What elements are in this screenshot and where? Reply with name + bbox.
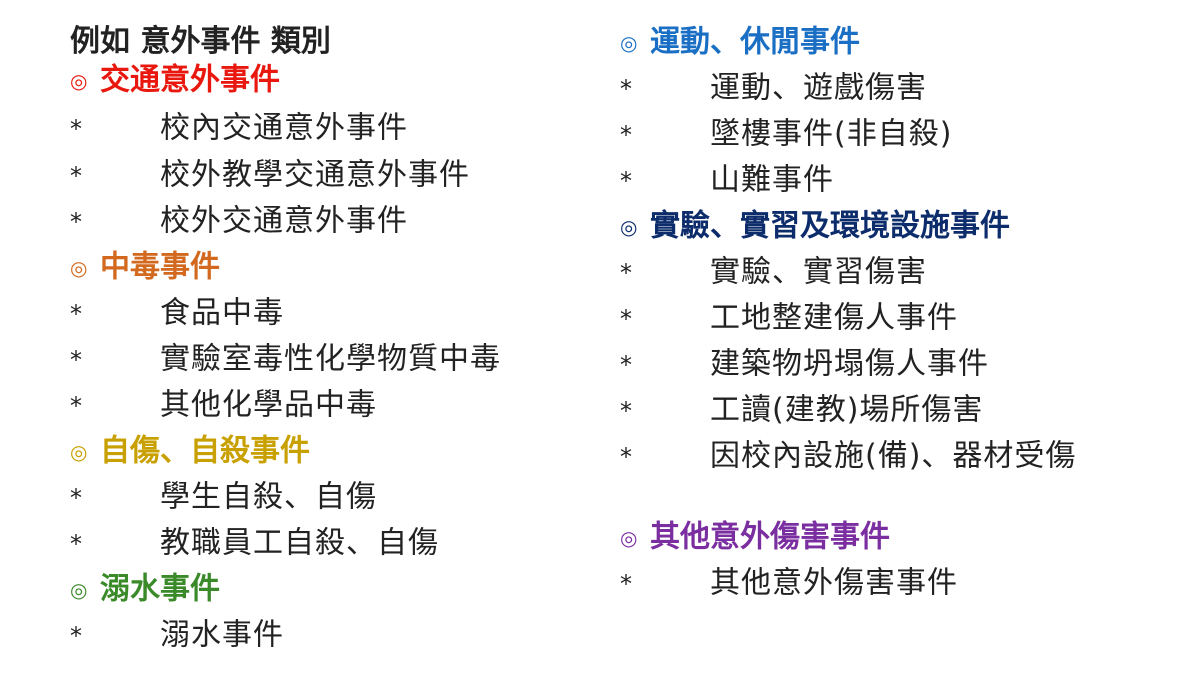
- list-item: * 工地整建傷人事件: [620, 298, 958, 339]
- bullet-icon: ◎: [70, 255, 88, 280]
- list-item-text: 溺水事件: [160, 617, 284, 653]
- list-item-text: 校外教學交通意外事件: [160, 157, 470, 193]
- list-item-text: 實驗室毒性化學物質中毒: [160, 341, 501, 377]
- category-label: 溺水事件: [100, 571, 220, 607]
- list-item: * 校外交通意外事件: [70, 201, 408, 242]
- bullet-icon: ◎: [70, 439, 88, 464]
- list-item-text: 學生自殺、自傷: [160, 479, 377, 515]
- list-item-text: 建築物坍塌傷人事件: [710, 346, 989, 382]
- star-bullet-icon: *: [70, 345, 82, 374]
- category-heading-other: ◎ 其他意外傷害事件: [620, 517, 890, 558]
- list-item-text: 教職員工自殺、自傷: [160, 525, 439, 561]
- list-item-text: 工讀(建教)場所傷害: [710, 392, 984, 428]
- category-label: 自傷、自殺事件: [100, 433, 310, 469]
- star-bullet-icon: *: [70, 621, 82, 650]
- category-heading-traffic: ◎ 交通意外事件: [70, 60, 280, 101]
- page-title: 例如 意外事件 類別: [70, 24, 331, 59]
- list-item-text: 運動、遊戲傷害: [710, 70, 927, 106]
- list-item: * 山難事件: [620, 160, 834, 201]
- star-bullet-icon: *: [70, 114, 82, 143]
- category-heading-drowning: ◎ 溺水事件: [70, 569, 220, 610]
- list-item: * 學生自殺、自傷: [70, 477, 377, 518]
- star-bullet-icon: *: [620, 350, 632, 379]
- list-item-text: 因校內設施(備)、器材受傷: [710, 438, 1077, 474]
- star-bullet-icon: *: [620, 74, 632, 103]
- bullet-icon: ◎: [620, 30, 638, 55]
- list-item: * 其他化學品中毒: [70, 385, 377, 426]
- list-item: * 食品中毒: [70, 293, 284, 334]
- list-item: * 校內交通意外事件: [70, 108, 408, 149]
- list-item-text: 墜樓事件(非自殺): [710, 116, 953, 152]
- star-bullet-icon: *: [620, 258, 632, 287]
- list-item-text: 校外交通意外事件: [160, 203, 408, 239]
- list-item-text: 其他意外傷害事件: [710, 565, 958, 601]
- star-bullet-icon: *: [70, 299, 82, 328]
- list-item-text: 校內交通意外事件: [160, 110, 408, 146]
- list-item: * 校外教學交通意外事件: [70, 155, 470, 196]
- category-label: 中毒事件: [100, 249, 220, 285]
- list-item: * 其他意外傷害事件: [620, 563, 958, 604]
- list-item: * 因校內設施(備)、器材受傷: [620, 436, 1076, 477]
- star-bullet-icon: *: [620, 569, 632, 598]
- list-item: * 建築物坍塌傷人事件: [620, 344, 989, 385]
- list-item-text: 山難事件: [710, 162, 834, 198]
- list-item: * 溺水事件: [70, 615, 284, 656]
- list-item: * 實驗、實習傷害: [620, 252, 927, 293]
- list-item-text: 食品中毒: [160, 295, 284, 331]
- star-bullet-icon: *: [620, 396, 632, 425]
- list-item-text: 其他化學品中毒: [160, 387, 377, 423]
- category-label: 運動、休閒事件: [650, 24, 860, 60]
- category-heading-poison: ◎ 中毒事件: [70, 247, 220, 288]
- category-heading-self-harm: ◎ 自傷、自殺事件: [70, 431, 310, 472]
- bullet-icon: ◎: [70, 68, 88, 93]
- list-item-text: 實驗、實習傷害: [710, 254, 927, 290]
- bullet-icon: ◎: [620, 525, 638, 550]
- list-item: * 墜樓事件(非自殺): [620, 114, 952, 155]
- star-bullet-icon: *: [70, 483, 82, 512]
- category-heading-sports: ◎ 運動、休閒事件: [620, 22, 860, 63]
- list-item-text: 工地整建傷人事件: [710, 300, 958, 336]
- list-item: * 實驗室毒性化學物質中毒: [70, 339, 501, 380]
- star-bullet-icon: *: [70, 161, 82, 190]
- star-bullet-icon: *: [620, 304, 632, 333]
- category-label: 實驗、實習及環境設施事件: [650, 208, 1010, 244]
- list-item: * 工讀(建教)場所傷害: [620, 390, 983, 431]
- star-bullet-icon: *: [70, 391, 82, 420]
- category-label: 交通意外事件: [100, 62, 280, 98]
- bullet-icon: ◎: [70, 577, 88, 602]
- star-bullet-icon: *: [620, 120, 632, 149]
- category-heading-lab: ◎ 實驗、實習及環境設施事件: [620, 206, 1010, 247]
- list-item: * 教職員工自殺、自傷: [70, 523, 439, 564]
- star-bullet-icon: *: [70, 529, 82, 558]
- star-bullet-icon: *: [620, 166, 632, 195]
- star-bullet-icon: *: [70, 207, 82, 236]
- bullet-icon: ◎: [620, 214, 638, 239]
- list-item: * 運動、遊戲傷害: [620, 68, 927, 109]
- star-bullet-icon: *: [620, 442, 632, 471]
- category-label: 其他意外傷害事件: [650, 519, 890, 555]
